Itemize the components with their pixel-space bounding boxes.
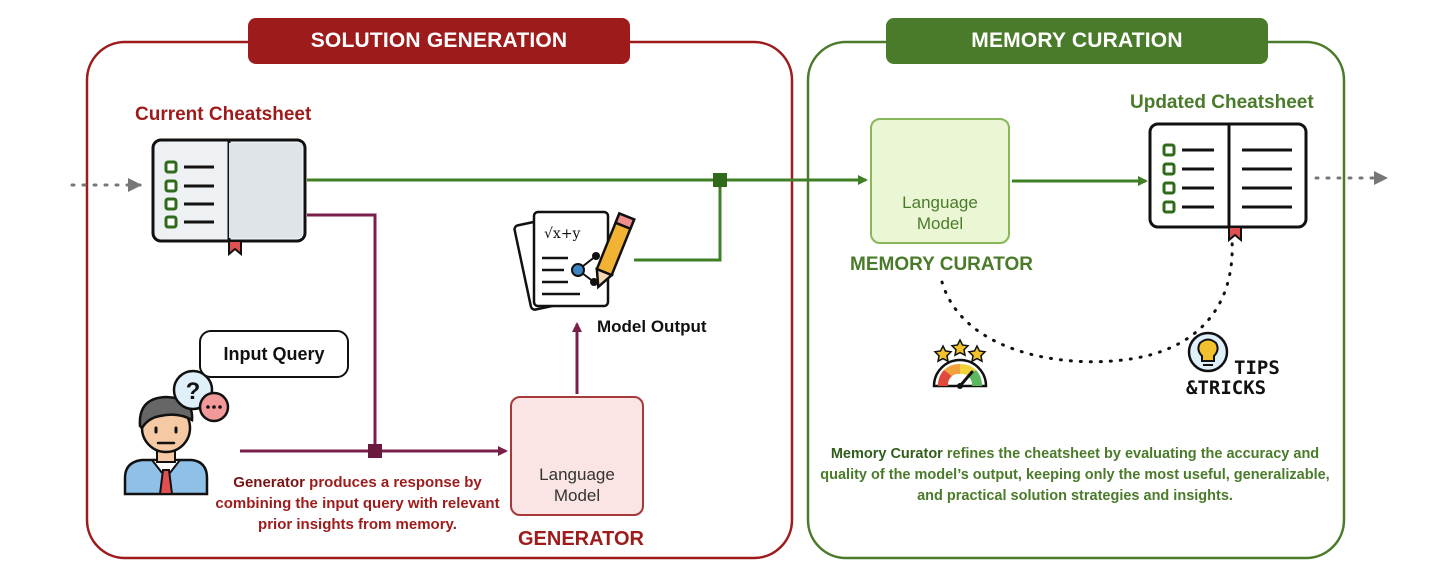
input-query-bubble: Input Query — [199, 330, 349, 378]
updated-cheatsheet-book-icon — [1148, 122, 1308, 243]
formula-text: √x+y — [544, 226, 581, 242]
green-junction — [713, 173, 727, 187]
cheatsheet-to-junction-line — [307, 213, 377, 450]
curator-caption-lead: Memory Curator — [830, 446, 943, 462]
curator-caption-body: refines the cheatsheet by evaluating the… — [820, 446, 1330, 504]
model-output-label: Model Output — [597, 317, 707, 336]
memory-curation-banner: MEMORY CURATION — [886, 18, 1268, 64]
tips-bulb-icon — [1187, 331, 1229, 373]
pencil-icon — [595, 211, 636, 290]
user-icon — [123, 395, 209, 496]
svg-text:?: ? — [186, 378, 201, 405]
memory-curator-label: MEMORY CURATOR — [850, 254, 1033, 275]
cheatsheet-book-icon — [151, 138, 307, 257]
rating-gauge-icon — [932, 338, 988, 389]
purple-junction — [368, 444, 382, 458]
tips-and-tricks-text: TIPS &TRICKS — [1186, 358, 1280, 398]
current-cheatsheet-title: Current Cheatsheet — [135, 104, 312, 125]
chat-bubble-icon — [198, 391, 230, 423]
solution-generation-banner: SOLUTION GENERATION — [248, 18, 630, 64]
generator-caption-lead: Generator — [233, 474, 305, 491]
output-to-curator-connector — [634, 180, 722, 262]
generator-caption: Generator produces a response by combini… — [205, 472, 510, 535]
generator-label: GENERATOR — [518, 528, 644, 550]
tips-line-1: TIPS — [1234, 357, 1280, 379]
curator-model-label: Language Model — [902, 193, 978, 233]
generator-model-box: Language Model — [510, 396, 644, 516]
input-query-label: Input Query — [223, 343, 325, 364]
tips-line-2: &TRICKS — [1186, 377, 1267, 399]
curator-caption: Memory Curator refines the cheatsheet by… — [820, 444, 1330, 507]
updated-cheatsheet-title: Updated Cheatsheet — [1130, 92, 1314, 113]
generator-model-label: Language Model — [539, 465, 615, 505]
curator-model-box: Language Model — [870, 118, 1010, 244]
document-formula-icon: √x+y — [513, 210, 610, 311]
generator-caption-body: produces a response by combining the inp… — [215, 474, 500, 533]
